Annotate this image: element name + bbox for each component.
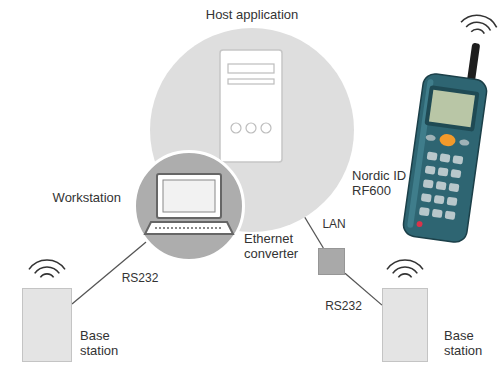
base-station-box-outline [22, 288, 72, 362]
connection-label: RS232 [120, 271, 161, 285]
scan-button [439, 133, 457, 147]
wave-arc [393, 267, 418, 273]
workstation-icon [145, 174, 233, 234]
base-station-box-outline [382, 288, 428, 362]
device-body [402, 72, 488, 243]
workstation-circle: Workstation [133, 150, 245, 262]
device-screen [429, 90, 475, 128]
device-label: Nordic ID RF600 [352, 168, 408, 198]
keypad [419, 152, 464, 220]
converter-box: Ethernet converter [318, 248, 345, 275]
wave-arc [387, 260, 423, 269]
node-label: Base station [444, 328, 496, 358]
node-label: Workstation [53, 190, 121, 205]
wave-arc [29, 260, 65, 269]
node-label: Ethernet converter [244, 231, 310, 261]
wave-arc [35, 267, 60, 273]
node-label: Host application [150, 7, 354, 22]
workstation-circle-outline [133, 150, 245, 262]
side-key [459, 139, 470, 146]
power-dot [416, 221, 423, 228]
antenna-waves [29, 260, 423, 277]
wave-arc [40, 274, 53, 277]
device-antenna [467, 43, 480, 84]
wave-arc [466, 21, 491, 31]
node-label: Base station [80, 328, 138, 358]
connection-label: RS232 [323, 299, 364, 313]
converter-box-outline [318, 248, 345, 275]
handheld-device [402, 9, 498, 244]
base-station-box: Base station [22, 288, 72, 362]
side-key [425, 134, 436, 141]
wave-arc [461, 13, 498, 27]
server-icon [220, 50, 282, 162]
wave-arc [471, 28, 485, 33]
screen-bezel [424, 85, 479, 132]
base-station-box: Base station [382, 288, 428, 362]
antenna-waves [460, 13, 498, 35]
wave-arc [398, 274, 411, 277]
connection-label: LAN [320, 217, 347, 231]
